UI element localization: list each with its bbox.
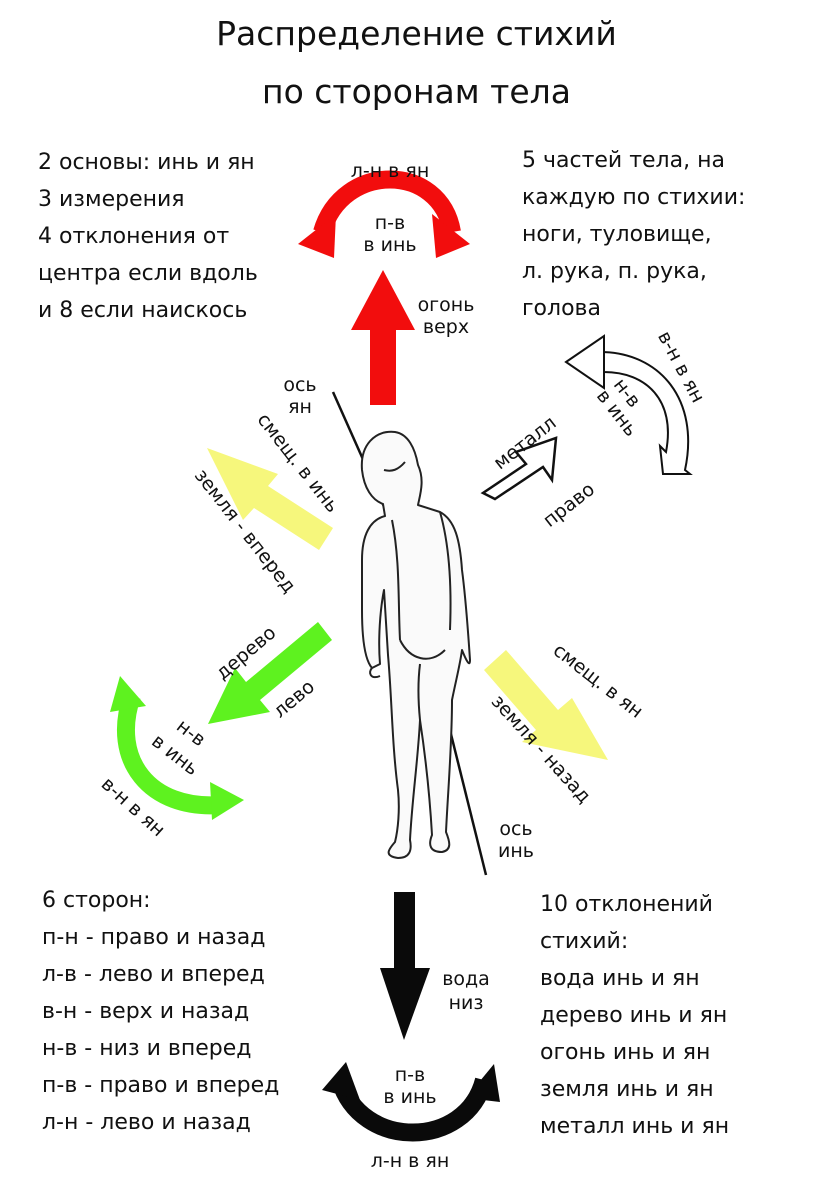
text-line: дерево инь и ян (540, 1003, 728, 1028)
label-axis-yin-1: ось (499, 818, 533, 840)
text-line: л. рука, п. рука, (522, 259, 707, 284)
human-figure (360, 430, 471, 859)
text-line: стихий: (540, 929, 629, 954)
text-line: н-в - низ и вперед (42, 1036, 252, 1061)
label-axis-yang-2: ян (288, 396, 312, 418)
text-line: л-н - лево и назад (42, 1110, 251, 1135)
text-line: земля инь и ян (540, 1077, 714, 1102)
wood-arrow (208, 622, 332, 724)
water-down-arrow (380, 892, 430, 1040)
text-block-bottom-left: 6 сторон: п-н - право и назад л-в - лево… (42, 882, 279, 1141)
metal-arrow (480, 436, 558, 501)
text-line: вода инь и ян (540, 966, 700, 991)
label-fire-1: огонь (417, 294, 475, 316)
text-line: 6 сторон: (42, 888, 151, 913)
label-fire-curve-inner-2: в инь (363, 234, 417, 256)
text-line: металл инь и ян (540, 1114, 730, 1139)
page-title-line-1: Распределение стихий (216, 14, 617, 53)
text-line: 10 отклонений (540, 892, 713, 917)
text-block-top-right: 5 частей тела, на каждую по стихии: ноги… (522, 142, 745, 327)
text-line: л-в - лево и вперед (42, 962, 265, 987)
earth-forward-arrow (207, 448, 333, 550)
text-line: в-н - верх и назад (42, 999, 250, 1024)
label-water-curve-inner-1: п-в (394, 1064, 426, 1086)
label-fire-2: верх (422, 316, 470, 338)
text-line: ноги, туловище, (522, 222, 712, 247)
label-water-2: низ (448, 992, 484, 1014)
text-line: п-н - право и назад (42, 925, 266, 950)
fire-curve-arrow (298, 170, 470, 258)
label-water-curve-inner-2: в инь (383, 1086, 437, 1108)
label-water-1: вода (442, 968, 490, 990)
fire-up-arrow (351, 270, 415, 405)
text-block-bottom-right: 10 отклонений стихий: вода инь и ян дере… (540, 886, 729, 1145)
text-line: п-в - право и вперед (42, 1073, 280, 1098)
text-line: каждую по стихии: (522, 185, 746, 210)
text-line: 5 частей тела, на (522, 148, 725, 173)
wood-curve-arrow (110, 676, 244, 820)
page-title-line-2: по сторонам тела (262, 72, 571, 111)
earth-back-arrow (484, 650, 608, 760)
label-fire-curve-inner-1: п-в (374, 212, 406, 234)
label-axis-yin-2: инь (498, 840, 534, 862)
text-line: огонь инь и ян (540, 1040, 711, 1065)
text-block-top-left: 2 основы: инь и ян 3 измерения 4 отклоне… (38, 144, 258, 329)
label-axis-yang-1: ось (283, 374, 317, 396)
label-fire-curve-outer: л-н в ян (350, 160, 430, 182)
label-water-curve-outer: л-н в ян (370, 1150, 450, 1172)
text-line: 4 отклонения от (38, 224, 230, 249)
text-line: центра если вдоль (38, 261, 258, 286)
text-line: 2 основы: инь и ян (38, 150, 255, 175)
text-line: голова (522, 296, 601, 321)
text-line: и 8 если наискось (38, 298, 248, 323)
text-line: 3 измерения (38, 187, 185, 212)
metal-curve-arrow (564, 334, 693, 475)
water-curve-arrow (322, 1062, 500, 1142)
